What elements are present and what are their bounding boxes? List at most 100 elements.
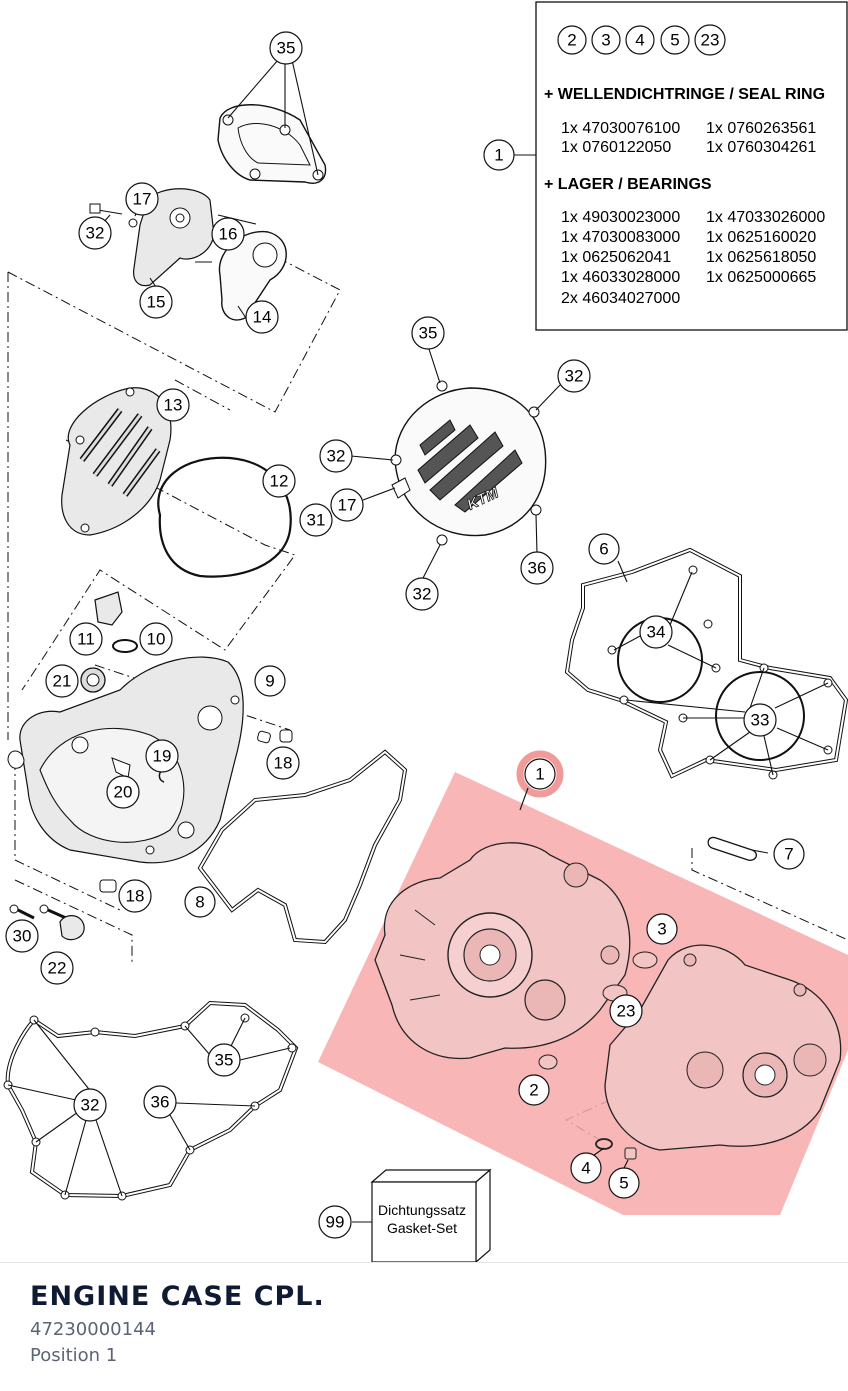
callout-number[interactable]: 31 (307, 511, 326, 530)
callout-circle (646, 913, 678, 945)
callout-number[interactable]: 32 (86, 224, 105, 243)
callout-circle (184, 886, 216, 918)
seal-item: 1x 0760263561 (706, 120, 816, 137)
callout-number[interactable]: 32 (81, 1096, 100, 1115)
callout-circle (570, 1152, 602, 1184)
callout-circle (743, 703, 777, 737)
callout-circle (299, 503, 333, 537)
callout-circle (40, 951, 74, 985)
info-bubble: 2 (567, 31, 576, 50)
callout-circle (211, 217, 245, 251)
callout-circle (139, 622, 173, 656)
part-title: ENGINE CASE CPL. (30, 1281, 325, 1312)
callout-number[interactable]: 33 (751, 711, 770, 730)
callout-number[interactable]: 23 (617, 1002, 636, 1021)
callout-number[interactable]: 35 (419, 324, 438, 343)
exploded-parts-diagram: 2 3 4 5 23 + WELLENDICHTRINGE / SEAL RIN… (3, 1, 848, 1262)
gasket-set-box: Dichtungssatz Gasket-Set (370, 1168, 492, 1262)
callout-circle (118, 879, 152, 913)
callout-number[interactable]: 36 (151, 1093, 170, 1112)
water-pump-cover-part (217, 104, 327, 184)
callout-circle (139, 285, 173, 319)
callout-circle (411, 316, 445, 350)
callout-circle (520, 551, 554, 585)
callout-circle (269, 31, 303, 65)
part-number: 47230000144 (30, 1319, 156, 1340)
callout-circle (78, 216, 112, 250)
info-bubble: 5 (670, 31, 679, 50)
callout-circle (254, 665, 286, 697)
bearings-header: + LAGER / BEARINGS (544, 176, 712, 193)
callout-number[interactable]: 6 (599, 540, 608, 559)
callout-circle (207, 1043, 241, 1077)
callout-number[interactable]: 2 (529, 1081, 538, 1100)
callout-number[interactable]: 14 (253, 308, 272, 327)
info-box-callout: 1 (494, 146, 503, 165)
part-info-footer: ENGINE CASE CPL. 47230000144 Position 1 (0, 1262, 848, 1391)
callout-circle (319, 439, 353, 473)
callout-number[interactable]: 7 (784, 845, 793, 864)
callout-circle (524, 758, 556, 790)
callout-number[interactable]: 20 (114, 783, 133, 802)
callout-circle (266, 746, 300, 780)
leader-lines (7, 59, 829, 1223)
callout-number[interactable]: 13 (164, 396, 183, 415)
callout-circle (608, 1167, 640, 1199)
bearing-item: 1x 0625062041 (561, 249, 671, 266)
callout-circle (262, 464, 296, 498)
callout-number[interactable]: 99 (326, 1213, 345, 1232)
seal-ring-header: + WELLENDICHTRINGE / SEAL RING (544, 86, 825, 103)
bearing-item: 1x 47033026000 (706, 209, 825, 226)
callout-number[interactable]: 16 (219, 225, 238, 244)
callout-number[interactable]: 17 (338, 496, 357, 515)
callout-number[interactable]: 1 (535, 765, 544, 784)
callout-number[interactable]: 22 (48, 959, 67, 978)
engine-case-left-half (374, 842, 631, 1060)
callout-number[interactable]: 34 (647, 623, 666, 642)
callout-circle (245, 300, 279, 334)
callout-circle (106, 775, 140, 809)
callout-number[interactable]: 11 (77, 630, 95, 649)
callout-number[interactable]: 9 (265, 672, 274, 691)
ignition-cover-part: KTM (390, 380, 547, 546)
info-bubble: 23 (701, 31, 720, 50)
callout-number[interactable]: 12 (270, 472, 289, 491)
callout-number[interactable]: 17 (133, 190, 152, 209)
callout-circle (45, 664, 79, 698)
info-bubble: 4 (635, 31, 644, 50)
callout-number[interactable]: 32 (327, 447, 346, 466)
oil-filler-plug-part (80, 591, 138, 693)
callout-circle (69, 622, 103, 656)
callout-circle (73, 1088, 107, 1122)
callout-number[interactable]: 36 (528, 559, 547, 578)
callout-number[interactable]: 8 (195, 893, 204, 912)
callout-number[interactable]: 35 (277, 39, 296, 58)
seal-item: 1x 47030076100 (561, 120, 680, 137)
callout-number[interactable]: 18 (126, 887, 145, 906)
callout-number[interactable]: 15 (147, 293, 166, 312)
callout-circle (156, 388, 190, 422)
callout-number[interactable]: 21 (53, 672, 72, 691)
bearing-item: 1x 47030083000 (561, 229, 680, 246)
callout-number[interactable]: 10 (147, 630, 166, 649)
callout-circle (773, 838, 805, 870)
callout-number[interactable]: 30 (13, 927, 32, 946)
callout-circle (330, 488, 364, 522)
callout-number[interactable]: 4 (581, 1159, 590, 1178)
seal-item: 1x 0760304261 (706, 139, 816, 156)
callout-number[interactable]: 3 (657, 920, 666, 939)
dowel-clip-part (707, 836, 769, 861)
callout-number[interactable]: 35 (215, 1051, 234, 1070)
callout-circle (143, 1085, 177, 1119)
bearing-item: 1x 0625160020 (706, 229, 816, 246)
outer-cover-gasket-part (197, 749, 408, 945)
callout-number[interactable]: 32 (413, 585, 432, 604)
callout-number[interactable]: 19 (153, 747, 172, 766)
callout-number[interactable]: 18 (274, 754, 293, 773)
callout-number[interactable]: 5 (619, 1174, 628, 1193)
info-bubble: 3 (601, 31, 610, 50)
callout-circle (405, 577, 439, 611)
bearing-item: 1x 49030023000 (561, 209, 680, 226)
callout-number[interactable]: 32 (565, 367, 584, 386)
